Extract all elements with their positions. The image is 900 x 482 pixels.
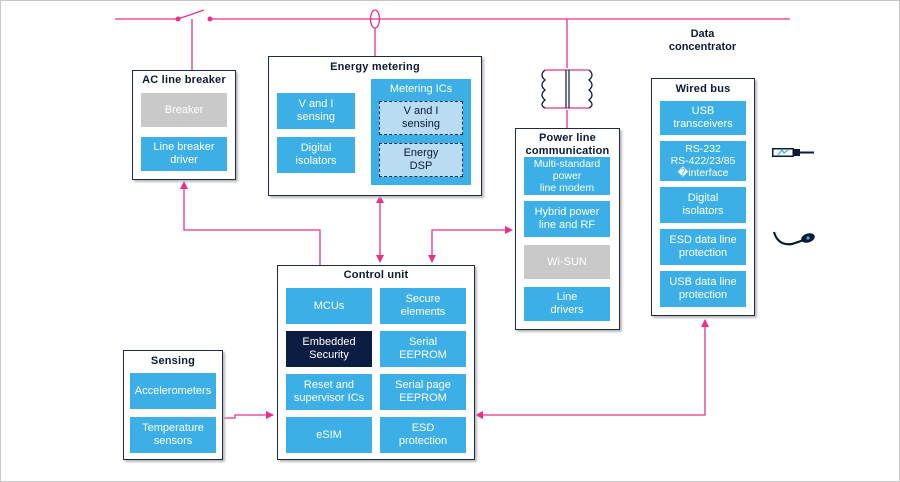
control-wiredbus-arrow [475,319,709,419]
control-to-breaker-arrow [180,181,321,265]
metering-ics-title: Metering ICs [389,83,453,95]
data-concentrator-label: Data concentrator [668,28,737,53]
sensing-to-control-arrow [222,411,274,419]
control-plc-arrow [428,226,513,263]
mains-switch [177,9,205,20]
ac-line-breaker-title: AC line breaker [142,74,226,86]
usb-plug-icon [772,148,814,157]
cable-plug-icon [772,231,815,246]
control-unit-title: Control unit [343,269,409,281]
breaker-block: Breaker [141,93,227,127]
sensing-title: Sensing [150,355,196,367]
energy-metering-title: Energy metering [330,61,420,73]
esim-block: eSIM [286,417,372,453]
wired-bus-title: Wired bus [675,83,731,95]
accelerometers-block: Accelerometers [130,373,216,409]
mcus-block: MCUs [286,288,372,324]
wi-sun-block: Wi-SUN [524,245,610,279]
